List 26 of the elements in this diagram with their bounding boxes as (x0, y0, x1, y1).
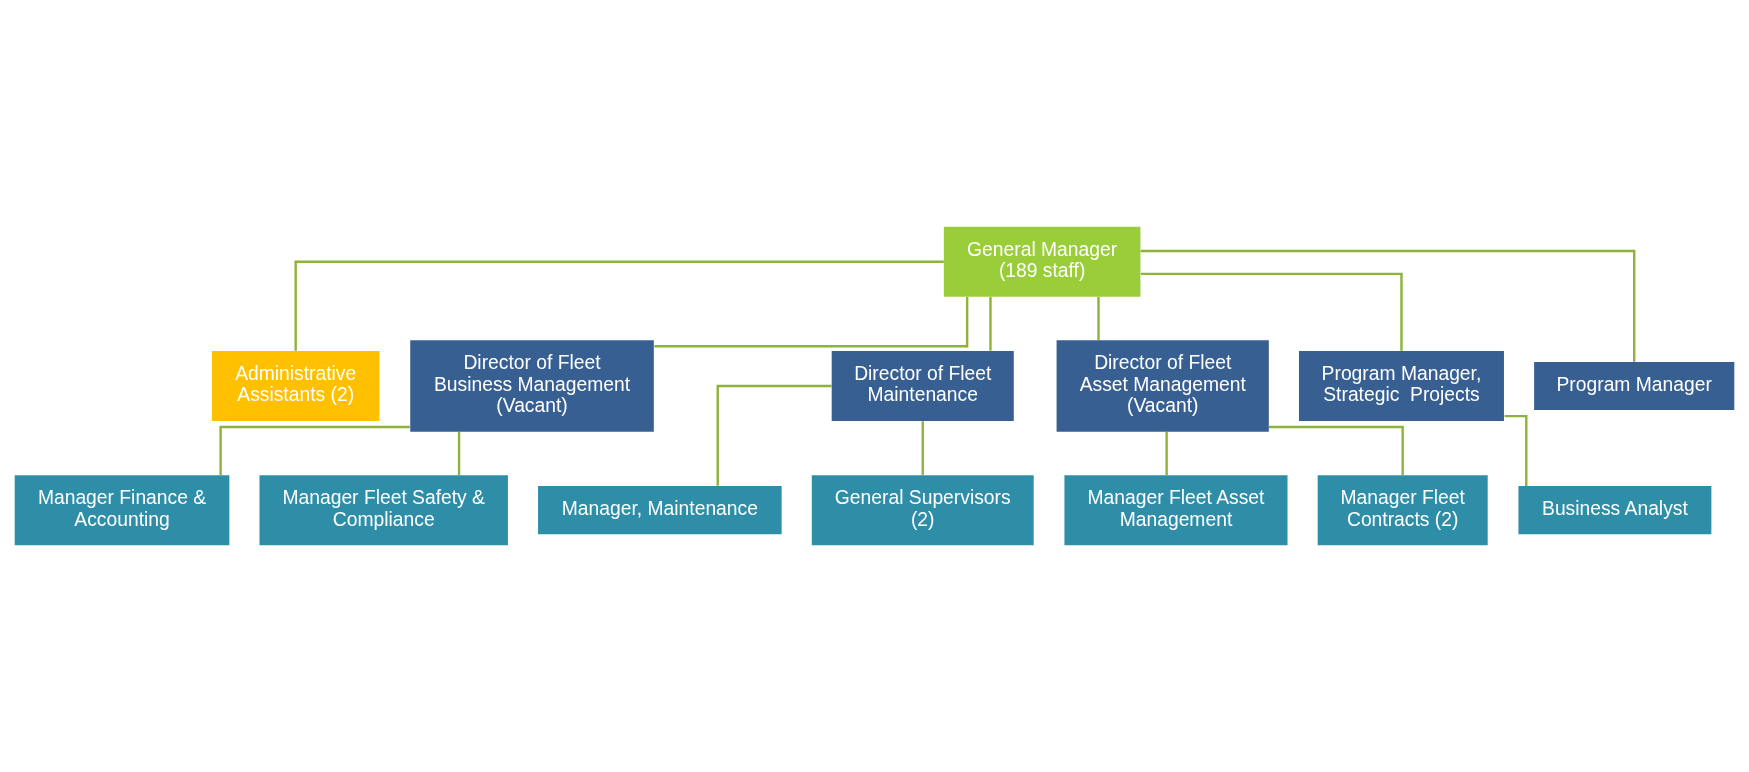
node-box: Manager Fleet Contracts (2) (1317, 475, 1488, 546)
node-box: Manager Fleet Safety & Compliance (259, 475, 508, 546)
connector (1140, 249, 1636, 362)
connector (457, 431, 461, 475)
connector (219, 425, 410, 475)
node-box: General Supervisors (2) (811, 475, 1034, 546)
connector (1140, 272, 1403, 351)
node-box: Manager Fleet Asset Management (1064, 475, 1288, 546)
connector (1269, 425, 1404, 475)
node-box: Program Manager (1534, 361, 1735, 411)
connector (989, 297, 992, 351)
node-box: Director of Fleet Asset Management (Vacant) (1056, 340, 1269, 432)
node-box: Business Analyst (1518, 486, 1712, 535)
connector (921, 421, 924, 475)
node-box: Manager, Maintenance (538, 486, 782, 535)
node-box: Director of Fleet Business Management (Vacant) (410, 340, 654, 432)
node-box: Manager Finance & Accounting (14, 475, 230, 546)
node-box: Director of Fleet Maintenance (831, 351, 1014, 421)
node-box: General Manager (189 staff) (943, 226, 1141, 297)
connector (654, 297, 969, 348)
connector (1097, 297, 1100, 340)
connector (716, 384, 832, 486)
node-box: Program Manager, Strategic Projects (1298, 351, 1504, 421)
connector (1165, 431, 1168, 475)
node-box: Administrative Assistants (2) (211, 351, 380, 421)
connector (294, 260, 944, 351)
